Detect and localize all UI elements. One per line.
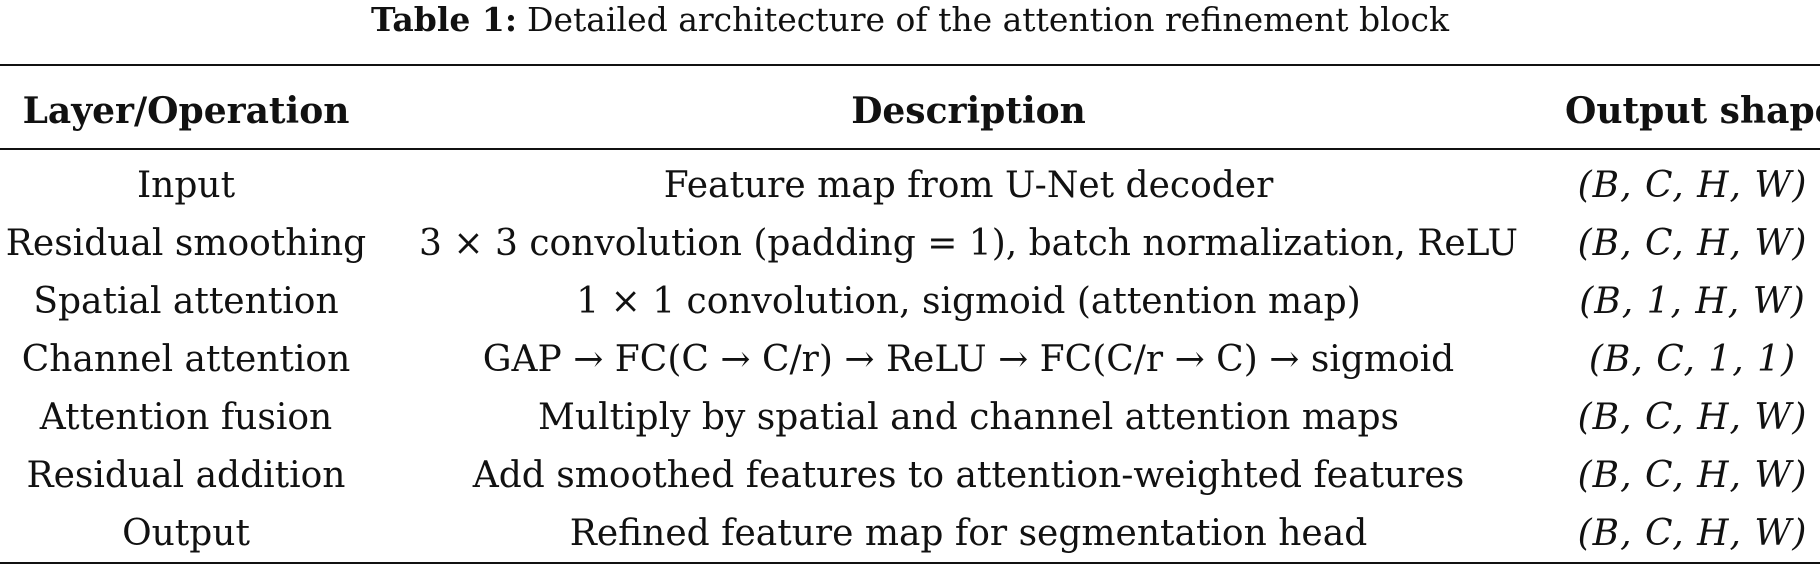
table-row: Input Feature map from U-Net decoder (B,…: [0, 149, 1820, 214]
table-row: Spatial attention 1 × 1 convolution, sig…: [0, 272, 1820, 330]
cell-layer: Output: [122, 512, 250, 554]
cell-layer: Channel attention: [21, 338, 351, 380]
cell-description: Feature map from U-Net decoder: [663, 164, 1274, 206]
cell-description: Multiply by spatial and channel attentio…: [538, 396, 1399, 438]
cell-output-shape: (B, C, H, W): [1577, 222, 1808, 264]
table-row: Attention fusion Multiply by spatial and…: [0, 388, 1820, 446]
cell-output-shape: (B, C, H, W): [1577, 164, 1808, 206]
cell-description: Add smoothed features to attention-weigh…: [472, 454, 1465, 496]
header-output-shape: Output shape: [1565, 90, 1820, 132]
cell-output-shape: (B, C, H, W): [1577, 396, 1808, 438]
table-row: Channel attention GAP → FC(C → C/r) → Re…: [0, 330, 1820, 388]
architecture-table: Layer/Operation Description Output shape…: [0, 64, 1820, 564]
cell-description: GAP → FC(C → C/r) → ReLU → FC(C/r → C) →…: [482, 338, 1455, 380]
cell-layer: Attention fusion: [39, 396, 333, 438]
cell-output-shape: (B, C, H, W): [1577, 512, 1808, 554]
table-header-row: Layer/Operation Description Output shape: [0, 65, 1820, 149]
cell-layer: Residual addition: [26, 454, 346, 496]
cell-description: Refined feature map for segmentation hea…: [569, 512, 1368, 554]
cell-output-shape: (B, 1, H, W): [1579, 280, 1806, 322]
table-caption: Table 1:Detailed architecture of the att…: [0, 0, 1820, 40]
table-row: Residual addition Add smoothed features …: [0, 446, 1820, 504]
table-row: Output Refined feature map for segmentat…: [0, 504, 1820, 563]
cell-layer: Input: [136, 164, 236, 206]
cell-description: 1 × 1 convolution, sigmoid (attention ma…: [576, 280, 1361, 322]
table-row: Residual smoothing 3 × 3 convolution (pa…: [0, 214, 1820, 272]
cell-description: 3 × 3 convolution (padding = 1), batch n…: [419, 222, 1518, 264]
cell-layer: Residual smoothing: [5, 222, 367, 264]
table-caption-text: Detailed architecture of the attention r…: [527, 0, 1449, 39]
cell-output-shape: (B, C, H, W): [1577, 454, 1808, 496]
header-description: Description: [851, 90, 1086, 132]
table-container: Layer/Operation Description Output shape…: [0, 64, 1820, 564]
header-layer-operation: Layer/Operation: [22, 90, 350, 132]
cell-layer: Spatial attention: [33, 280, 339, 322]
cell-output-shape: (B, C, 1, 1): [1588, 338, 1797, 380]
table-caption-label: Table 1:: [371, 0, 518, 39]
